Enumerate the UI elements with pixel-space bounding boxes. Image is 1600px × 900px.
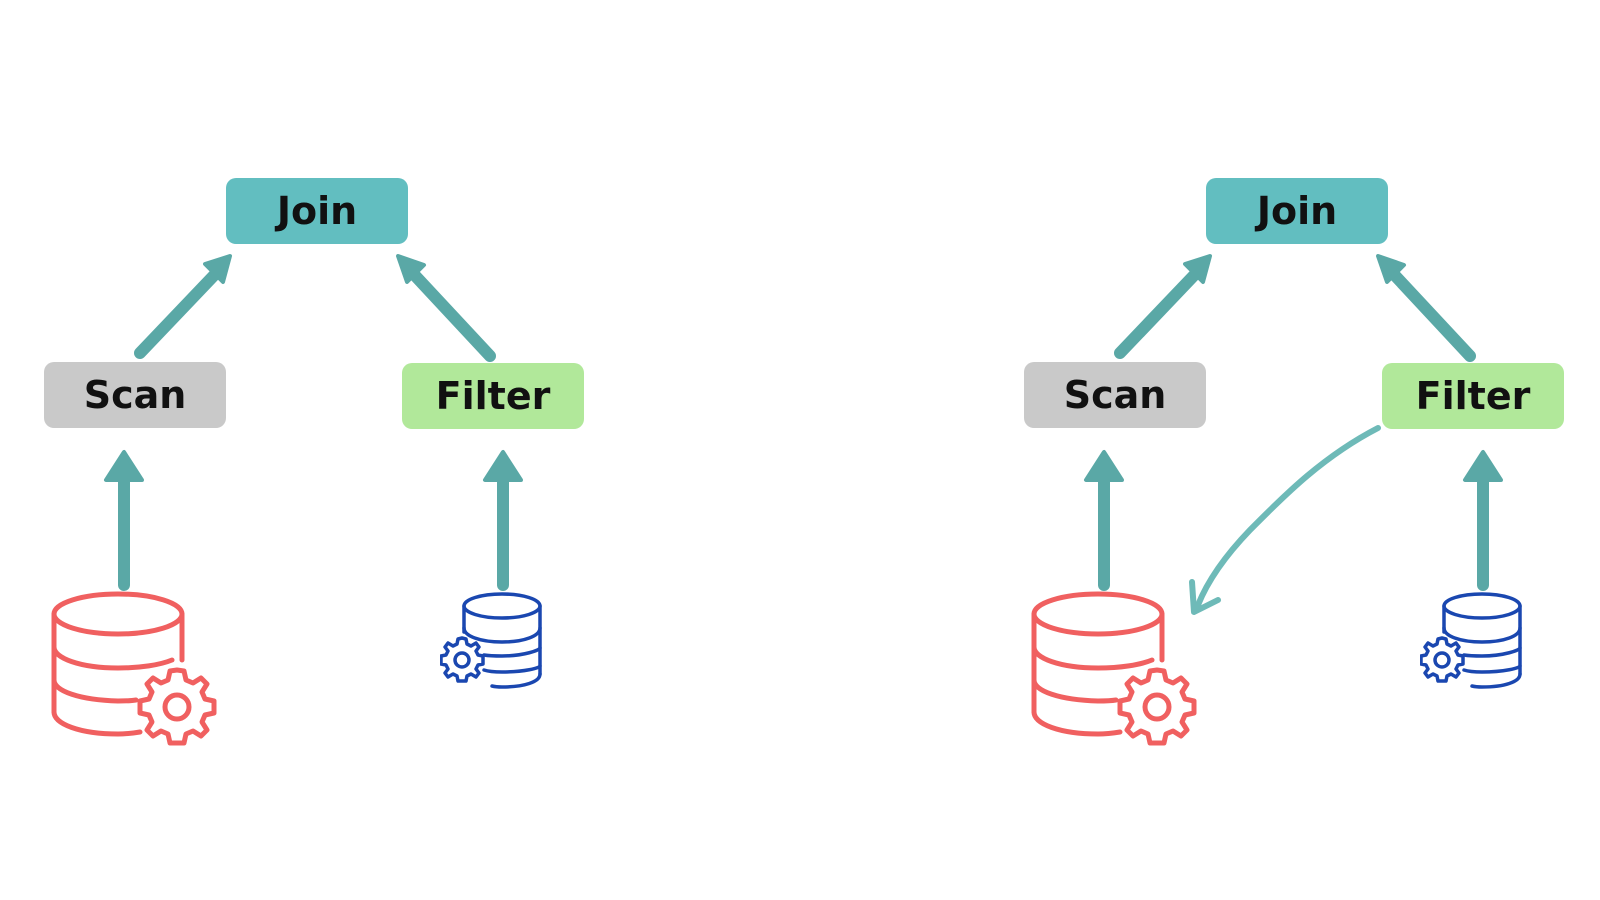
edge-small-source-to-filter: [1463, 450, 1503, 591]
edge-scan-to-join: [134, 254, 232, 359]
filter-node: Filter: [1382, 363, 1564, 429]
edge-large-source-to-scan: [1084, 450, 1124, 591]
edge-filter-to-join: [396, 254, 496, 362]
edge-large-source-to-scan: [104, 450, 144, 591]
database-gear-icon: [440, 592, 542, 689]
edge-filter-to-join: [1376, 254, 1476, 362]
scan-node: Scan: [44, 362, 226, 428]
scan-node: Scan: [1024, 362, 1206, 428]
database-gear-icon: [1420, 592, 1522, 689]
plan-edges: [104, 254, 523, 591]
join-node: Join: [226, 178, 408, 244]
join-node: Join: [1206, 178, 1388, 244]
filter-node: Filter: [402, 363, 584, 429]
edge-scan-to-join: [1114, 254, 1212, 359]
query-plan-after: Join Scan Filter: [980, 0, 1580, 900]
database-gear-icon: [1031, 591, 1197, 746]
database-gear-icon: [51, 591, 217, 746]
query-plan-before: Join Scan Filter: [0, 0, 600, 900]
pushdown-arrow: [1189, 425, 1381, 615]
plan-edges: [1084, 254, 1503, 615]
edge-small-source-to-filter: [483, 450, 523, 591]
